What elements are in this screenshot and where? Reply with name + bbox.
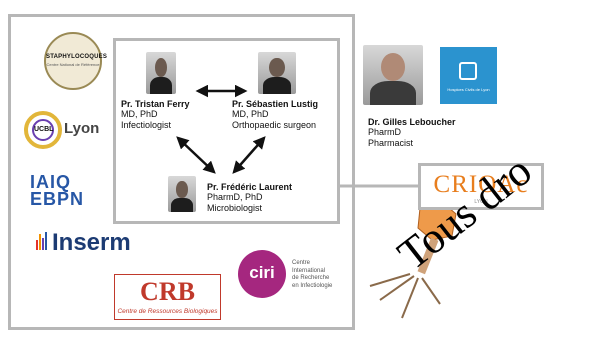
hcl-logo: Hospices Civils de Lyon <box>440 47 497 104</box>
crioac-word: CRIOAc <box>433 171 529 198</box>
staph-title: STAPHYLOCOQUES <box>46 54 108 60</box>
leboucher-role: Pharmacist <box>368 138 414 148</box>
ferry-photo <box>146 52 176 94</box>
lustig-role: Orthopaedic surgeon <box>232 120 317 130</box>
laurent-role: Microbiologist <box>207 203 263 213</box>
iaiq-line1: IAIQ <box>30 172 72 192</box>
partners-frame <box>8 14 355 330</box>
leboucher-name: Dr. Gilles Leboucher <box>368 117 456 127</box>
leboucher-photo <box>363 45 423 105</box>
hcl-caption: Hospices Civils de Lyon <box>447 87 490 92</box>
ciri-logo: ciri <box>238 250 286 298</box>
inserm-logo: Inserm <box>36 229 131 256</box>
lustig-card: Pr. Sébastien Lustig MD, PhD Orthopaedic… <box>232 99 318 131</box>
ferry-degree: MD, PhD <box>121 109 158 119</box>
laurent-name: Pr. Frédéric Laurent <box>207 182 293 192</box>
leboucher-card: Dr. Gilles Leboucher PharmD Pharmacist <box>368 117 456 149</box>
crb-subtitle: Centre de Ressources Biologiques <box>117 308 218 315</box>
lyon-word: Lyon <box>64 120 100 137</box>
ferry-name: Pr. Tristan Ferry <box>121 99 190 109</box>
staphylocoques-logo: STAPHYLOCOQUES Centre National de Référe… <box>44 32 108 90</box>
hcl-glyph-icon <box>459 62 477 80</box>
lyon-ring-icon <box>24 111 62 149</box>
crioac-logo: CRIOAc LYON <box>418 163 544 210</box>
lustig-name: Pr. Sébastien Lustig <box>232 99 319 109</box>
leboucher-degree: PharmD <box>368 127 402 137</box>
inserm-bars-icon <box>36 232 48 250</box>
laurent-photo <box>168 176 196 212</box>
ferry-role: Infectiologist <box>121 120 172 130</box>
crb-logo: CRB Centre de Ressources Biologiques <box>114 274 221 320</box>
inserm-word: Inserm <box>52 229 131 256</box>
crb-title: CRB <box>140 277 195 306</box>
iaiq-logo: IAIQ EBPN <box>30 172 85 209</box>
staph-subtitle: Centre National de Référence <box>46 62 100 67</box>
arrow-ferry-laurent <box>176 136 216 174</box>
lustig-photo <box>258 52 296 94</box>
arrow-lustig-laurent <box>232 136 266 174</box>
core-team-frame <box>113 38 340 224</box>
ciri-text: Centre International de Recherche en Inf… <box>292 260 333 289</box>
phage-illustration <box>369 199 457 319</box>
laurent-degree: PharmD, PhD <box>207 192 263 202</box>
ferry-card: Pr. Tristan Ferry MD, PhD Infectiologist <box>121 99 190 131</box>
iaiq-line2: EBPN <box>30 189 85 209</box>
lustig-degree: MD, PhD <box>232 109 269 119</box>
laurent-card: Pr. Frédéric Laurent PharmD, PhD Microbi… <box>207 182 292 214</box>
lyon-core: UCBL <box>32 119 54 141</box>
crioac-sub: LYON <box>474 199 488 205</box>
